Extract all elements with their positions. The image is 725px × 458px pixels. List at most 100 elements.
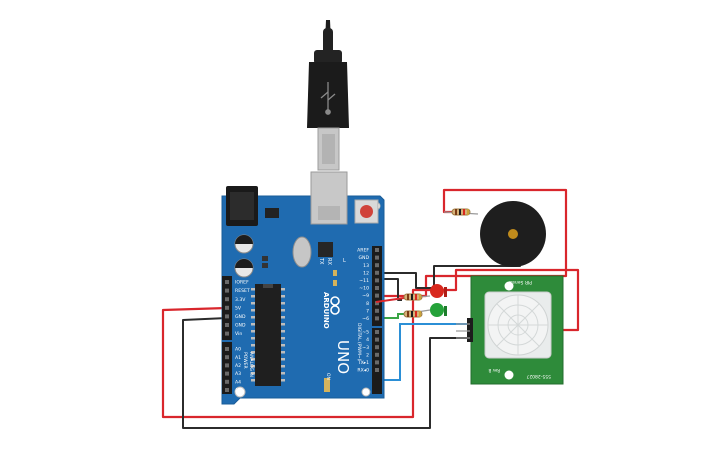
pin-hole[interactable]: [375, 337, 379, 342]
chip-leg: [251, 309, 255, 312]
pin-label: ~3: [362, 345, 369, 351]
piezo-buzzer[interactable]: [480, 201, 546, 267]
pin-label: 12: [363, 270, 369, 276]
usb-chip: [318, 242, 333, 257]
crystal: [292, 236, 312, 268]
buzzer-resistor[interactable]: [443, 208, 479, 216]
pin-hole[interactable]: [375, 255, 379, 260]
pin-label: 2: [366, 352, 369, 358]
chip-leg: [251, 351, 255, 354]
chip-leg: [281, 358, 285, 361]
pin-label: ~11: [359, 278, 369, 284]
chip-leg: [281, 330, 285, 333]
chip-leg: [281, 337, 285, 340]
red-led-branch: [375, 284, 447, 303]
pin-label: ~9: [362, 293, 369, 299]
on-label: ON: [325, 373, 331, 380]
pin-hole[interactable]: [225, 297, 229, 302]
capacitors: [234, 234, 254, 278]
pin-label: A3: [235, 371, 241, 377]
chip-leg: [281, 288, 285, 291]
chip-leg: [281, 309, 285, 312]
chip-leg: [251, 288, 255, 291]
infinity-logo: [330, 296, 340, 315]
pin-hole[interactable]: [225, 305, 229, 310]
resistor-red-led[interactable]: [403, 293, 423, 301]
pin-hole[interactable]: [375, 286, 379, 290]
chip-leg: [251, 316, 255, 319]
pin-label: AREF: [357, 248, 369, 254]
usb-cable[interactable]: [307, 20, 349, 171]
pin-hole[interactable]: [375, 345, 379, 350]
red-led[interactable]: [430, 284, 447, 298]
pin-hole[interactable]: [225, 363, 229, 368]
green-led-branch: [403, 303, 447, 318]
pin-label: 8: [366, 301, 369, 307]
pin-label: ~6: [362, 316, 369, 322]
pin-hole[interactable]: [225, 288, 229, 293]
pin-hole[interactable]: [225, 314, 229, 319]
chip-leg: [281, 365, 285, 368]
usb-port[interactable]: [310, 171, 348, 225]
pin-hole[interactable]: [375, 368, 379, 372]
pin-label: A4: [235, 379, 241, 385]
pin-hole[interactable]: [225, 379, 229, 384]
pin-label: A5: [235, 388, 241, 394]
chip-leg: [251, 344, 255, 347]
pin-label: RESET: [235, 288, 250, 294]
pin-hole[interactable]: [375, 278, 379, 283]
chip-leg: [251, 330, 255, 333]
pin-hole[interactable]: [225, 280, 229, 284]
pin-hole[interactable]: [225, 331, 229, 336]
chip-leg: [251, 372, 255, 375]
pin-hole[interactable]: [375, 330, 379, 334]
pin-label: A0: [235, 347, 241, 353]
pin-label: IOREF: [235, 280, 249, 286]
pin-label: 3.3V: [235, 297, 246, 303]
pin-hole[interactable]: [375, 360, 379, 365]
pin-label: 7: [366, 308, 369, 314]
analog-header-label: ANALOG IN: [248, 352, 254, 377]
pin-hole[interactable]: [375, 270, 379, 275]
wire-green-led: [376, 313, 404, 319]
model-label: UNO: [334, 340, 352, 374]
pin-label: ~10: [359, 286, 369, 292]
pin-hole[interactable]: [225, 371, 229, 376]
pin-hole[interactable]: [225, 323, 229, 327]
pin-hole[interactable]: [375, 263, 379, 268]
pin-hole[interactable]: [225, 388, 229, 392]
pin-label: ~5: [362, 330, 369, 336]
chip-leg: [281, 379, 285, 382]
reset-button[interactable]: [354, 199, 379, 224]
wire-pir-signal: [376, 323, 470, 381]
pin-hole[interactable]: [375, 248, 379, 252]
pin-label: TX▸1: [357, 360, 369, 366]
pin-hole[interactable]: [225, 355, 229, 360]
power-jack[interactable]: [226, 186, 258, 226]
pin-hole[interactable]: [375, 316, 379, 321]
arduino-board[interactable]: TX RX L ON ARDUINO UNO POWER ANALOG IN D…: [221, 171, 385, 405]
pin-hole[interactable]: [375, 352, 379, 357]
chip-leg: [281, 295, 285, 298]
pin-hole[interactable]: [375, 308, 379, 313]
pin-hole[interactable]: [375, 293, 379, 298]
power-header-label: POWER: [242, 352, 248, 369]
pir-sensor[interactable]: PIR Sensor 555-28027 Rev B: [467, 275, 564, 385]
pin-hole[interactable]: [375, 301, 379, 306]
chip-leg: [281, 302, 285, 305]
chip-leg: [251, 358, 255, 361]
chip-leg: [281, 344, 285, 347]
green-led[interactable]: [430, 303, 447, 317]
wire-gnd-leds: [376, 278, 402, 301]
pin-label: GND: [358, 255, 369, 261]
chip-leg: [251, 365, 255, 368]
rx-label: RX: [326, 258, 332, 265]
resistor-green-led[interactable]: [403, 310, 423, 318]
pir-label-bottom: 555-28027: [526, 373, 551, 379]
analog-header: [222, 342, 232, 394]
pin-label: Vin: [235, 331, 242, 337]
pin-hole[interactable]: [225, 347, 229, 351]
pir-rev: Rev B: [488, 368, 500, 373]
chip-leg: [281, 323, 285, 326]
